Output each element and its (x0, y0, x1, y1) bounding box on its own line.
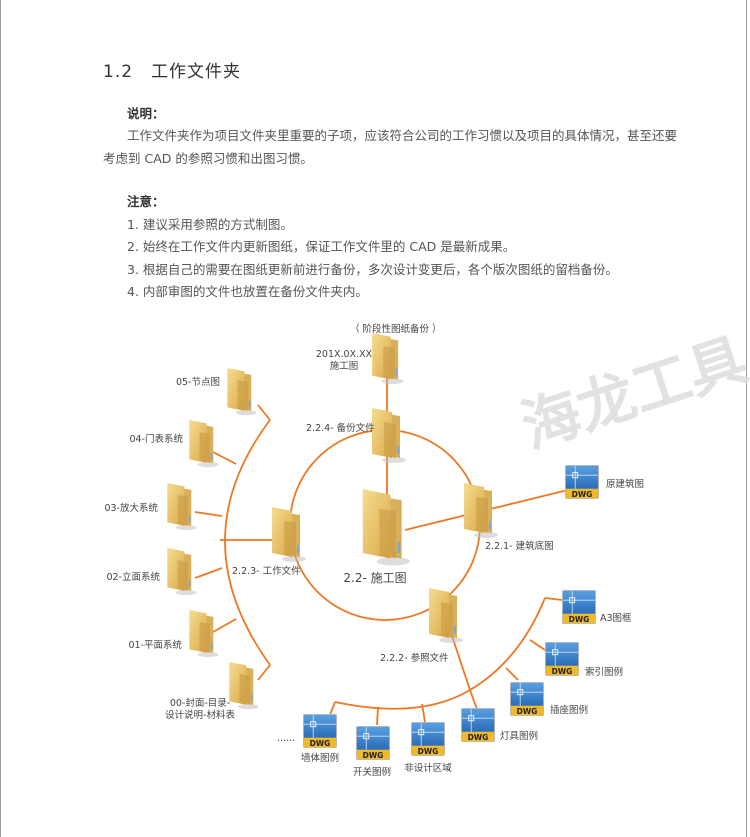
label-non-design-area: 非设计区域 (404, 762, 452, 774)
label-doors: 04-门表系统 (129, 433, 183, 445)
folder-icon-backup[interactable] (372, 408, 406, 463)
label-a3-frame: A3图框 (600, 612, 632, 624)
label-backup: 2.2.4- 备份文件 (306, 422, 375, 434)
label-backup-date: 201X.0X.XX (316, 349, 373, 360)
description-heading: 说明： (127, 106, 165, 121)
dwg-badge: DWG (517, 707, 538, 716)
folder-icon-working[interactable] (272, 507, 306, 562)
notes-heading: 注意： (127, 194, 165, 209)
watermark: 海龙工具 (513, 325, 750, 461)
working-arc (224, 419, 271, 666)
folder-icon-cover[interactable] (229, 662, 259, 710)
label-construction: 2.2- 施工图 (343, 571, 406, 585)
label-switch-legend: 开关图例 (353, 766, 391, 778)
label-reference: 2.2.2- 参照文件 (380, 652, 449, 664)
label-backup-note: （ 阶段性图纸备份 ） (350, 323, 442, 335)
folder-icon-plan[interactable] (189, 610, 219, 658)
label-socket-legend: 插座图例 (550, 704, 588, 716)
folder-icon-elevation[interactable] (167, 548, 197, 596)
folder-icon-details[interactable] (227, 368, 257, 416)
description-line-2: 考虑到 CAD 的参照习惯和出图习惯。 (103, 151, 313, 166)
note-item: 2. 始终在工作文件内更新图纸，保证工作文件里的 CAD 是最新成果。 (127, 239, 516, 254)
dwg-badge: DWG (310, 739, 331, 748)
label-lighting-legend: 灯具图例 (500, 730, 538, 742)
label-original-architecture: 原建筑图 (606, 478, 644, 490)
label-details: 05-节点图 (176, 377, 220, 388)
label-plan: 01-平面系统 (128, 639, 182, 651)
label-cover-2: 设计说明-材料表 (165, 709, 235, 721)
svg-text:海龙工具: 海龙工具 (513, 325, 750, 461)
dwg-badge: DWG (468, 733, 489, 742)
label-wall-legend: 墙体图例 (301, 752, 339, 764)
dwg-badge: DWG (569, 615, 590, 624)
label-backup-sub: 施工图 (330, 360, 359, 372)
dwg-badge: DWG (572, 490, 593, 499)
dwg-badge: DWG (418, 747, 439, 756)
dwg-badge: DWG (552, 667, 573, 676)
folder-icon-base[interactable] (464, 483, 498, 538)
label-enlarged: 03-放大系统 (104, 502, 158, 514)
label-base: 2.2.1- 建筑底图 (485, 540, 554, 552)
label-working: 2.2.3- 工作文件 (232, 565, 301, 577)
folder-icon-doors[interactable] (189, 420, 219, 468)
note-item: 3. 根据自己的需要在图纸更新前进行备份，多次设计变更后，各个版次图纸的留档备份… (127, 262, 618, 277)
note-item: 4. 内部审图的文件也放置在备份文件夹内。 (127, 284, 368, 299)
note-item: 1. 建议采用参照的方式制图。 (127, 217, 293, 232)
folder-icon-dated-backup[interactable] (372, 333, 404, 385)
label-cover: 00-封面-目录- (170, 697, 230, 709)
dwg-badges: DWG DWG DWG DWG DWG DWG DWG DWG (310, 490, 593, 760)
folder-icon-reference[interactable] (429, 588, 463, 643)
folder-icon-construction[interactable] (362, 489, 410, 566)
label-elevation: 02-立面系统 (106, 571, 160, 583)
description-line-1: 工作文件夹作为项目文件夹里重要的子项，应该符合公司的工作习惯以及项目的具体情况，… (127, 128, 678, 143)
dwg-badge: DWG (363, 751, 384, 760)
folder-icon-enlarged[interactable] (167, 483, 197, 531)
label-index-legend: 索引图例 (585, 666, 623, 678)
label-ellipsis: ...... (277, 733, 295, 744)
